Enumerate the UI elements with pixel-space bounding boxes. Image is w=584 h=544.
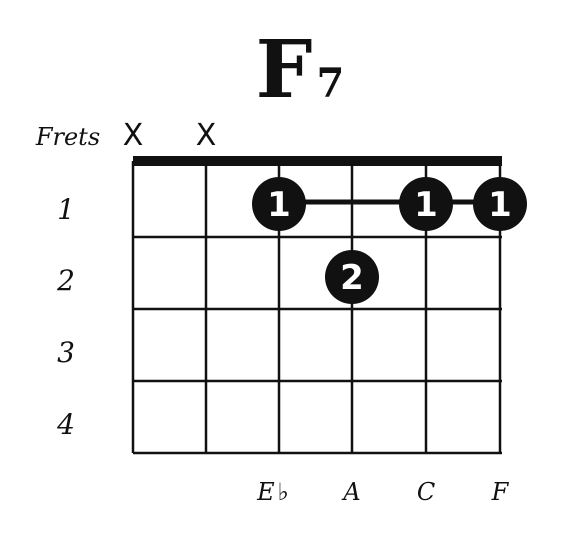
fret-number: 4 xyxy=(56,408,75,441)
nut xyxy=(133,156,502,166)
frets-label: Frets xyxy=(35,123,100,151)
muted-string-marker: X xyxy=(196,118,217,153)
finger-dot-circle xyxy=(399,177,453,231)
finger-number: 1 xyxy=(488,185,512,225)
finger-dot-circle xyxy=(473,177,527,231)
finger-dot: 1 xyxy=(473,177,527,231)
finger-dots: 1 1 1 2 xyxy=(252,177,527,304)
note-accidental: ♭ xyxy=(278,478,289,506)
fret-number: 3 xyxy=(57,336,75,369)
finger-dot-circle xyxy=(252,177,306,231)
chord-quality: 7 xyxy=(316,60,344,107)
note-name: E♭ xyxy=(256,478,289,506)
fret-numbers: 1 2 3 4 xyxy=(56,193,75,441)
chord-root: F xyxy=(256,22,313,116)
fret-number: 2 xyxy=(56,264,75,297)
note-name: A xyxy=(341,478,360,506)
note-name: F xyxy=(491,478,510,506)
muted-string-marker: X xyxy=(123,118,144,153)
finger-number: 1 xyxy=(267,185,291,225)
note-names: E♭ A C F xyxy=(256,478,510,506)
finger-dot-circle xyxy=(325,250,379,304)
finger-dot: 1 xyxy=(252,177,306,231)
note-letter: E xyxy=(256,478,275,506)
note-letter: F xyxy=(491,478,510,506)
finger-number: 1 xyxy=(414,185,438,225)
finger-dot: 2 xyxy=(325,250,379,304)
note-name: C xyxy=(417,478,435,506)
fret-number: 1 xyxy=(57,193,75,226)
note-letter: C xyxy=(417,478,435,506)
finger-number: 2 xyxy=(340,258,364,298)
finger-dot: 1 xyxy=(399,177,453,231)
note-letter: A xyxy=(341,478,360,506)
